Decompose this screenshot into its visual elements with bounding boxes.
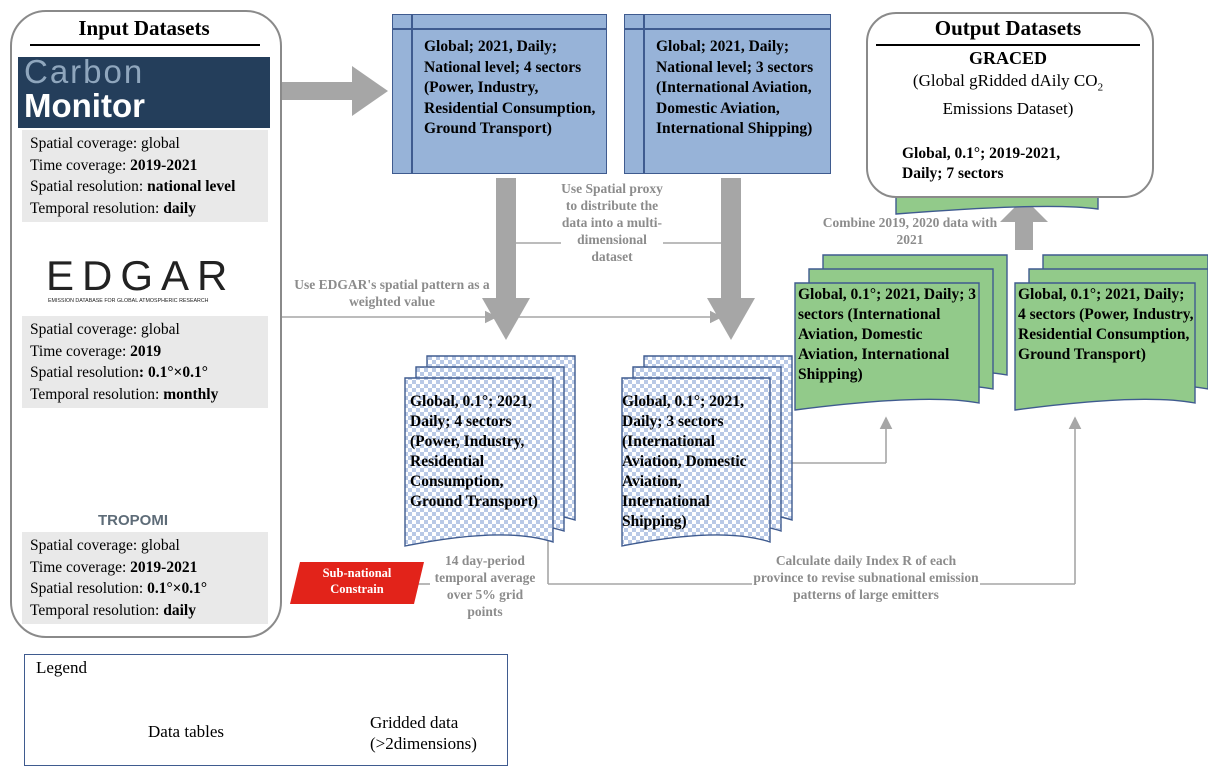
gridded-blue-1-text: Global, 0.1°; 2021, Daily; 4 sectors (Po…	[410, 393, 538, 510]
gridded-stack-blue-2	[621, 355, 793, 547]
info-row: Spatial resolution: 0.1°×0.1°	[30, 364, 208, 381]
info-row: Spatial resolution: national level	[30, 178, 236, 195]
flow-arrow-down-2	[707, 178, 755, 340]
gridded-blue-2-text: Global, 0.1°; 2021, Daily; 3 sectors (In…	[622, 393, 747, 530]
data-table-2: Global; 2021, Daily; National level; 3 s…	[624, 14, 831, 174]
subnational-constrain-shape	[290, 562, 424, 604]
gridded-green-2-text: Global, 0.1°; 2021, Daily; 4 sectors (Po…	[1018, 286, 1194, 363]
connector-lines	[282, 242, 1082, 585]
legend-tables-label: Data tables	[148, 722, 224, 741]
fourteen-day-note: 14 day-period temporal average over 5% g…	[434, 553, 536, 619]
info-row: Time coverage: 2019-2021	[30, 558, 198, 576]
tropomi-logo-text: TROPOMI	[98, 512, 168, 529]
flow-arrow-down-1	[482, 178, 530, 340]
carbon-monitor-info: Spatial coverage: global Time coverage: …	[22, 130, 268, 222]
input-datasets-title: Input Datasets	[78, 16, 210, 40]
edgar-logo-subtitle: EMISSION DATABASE FOR GLOBAL ATMOSPHERIC…	[48, 298, 209, 304]
data-table-1: Global; 2021, Daily; National level; 4 s…	[392, 14, 607, 174]
info-row: Temporal resolution: monthly	[30, 385, 219, 403]
legend-box	[24, 654, 508, 766]
gridded-stack-blue-1	[404, 355, 576, 547]
legend-title: Legend	[36, 658, 87, 677]
output-title-rule	[876, 44, 1140, 46]
graced-name: GRACED	[968, 48, 1047, 68]
gridded-stack-green-1	[794, 254, 1008, 411]
edgar-info: Spatial coverage: global Time coverage: …	[22, 316, 268, 408]
info-row: Spatial resolution: 0.1°×0.1°	[30, 580, 208, 597]
edgar-logo-text: EDGAR	[46, 252, 236, 299]
info-row: Temporal resolution: daily	[30, 199, 196, 217]
data-table-2-text: Global; 2021, Daily; National level; 3 s…	[656, 38, 814, 137]
carbon-monitor-logo: Carbon Monitor	[18, 57, 270, 128]
edgar-pattern-note: Use EDGAR's spatial pattern as a weighte…	[294, 277, 490, 309]
legend-gridded-label: Gridded data (>2dimensions)	[370, 713, 477, 753]
output-card-text: Global, 0.1°; 2019-2021, Daily; 7 sector…	[902, 145, 1061, 182]
gridded-stack-green-2	[1014, 254, 1208, 411]
info-row: Temporal resolution: daily	[30, 601, 196, 619]
tropomi-info: Spatial coverage: global Time coverage: …	[22, 532, 268, 624]
spatial-proxy-note: Use Spatial proxy to distribute the data…	[561, 181, 663, 264]
flow-arrow-right	[282, 66, 388, 116]
input-title-rule	[30, 44, 260, 46]
subnational-constrain-label: Sub-national Constrain	[322, 566, 392, 596]
carbon-monitor-logo-line1: Carbon	[24, 57, 145, 90]
index-r-note: Calculate daily Index R of each province…	[753, 553, 979, 602]
carbon-monitor-logo-line2: Monitor	[24, 87, 145, 124]
info-row: Time coverage: 2019-2021	[30, 156, 198, 174]
output-datasets-title: Output Datasets	[934, 16, 1082, 40]
info-row: Time coverage: 2019	[30, 342, 162, 360]
info-row: Spatial coverage: global	[30, 537, 180, 554]
info-row: Spatial coverage: global	[30, 321, 180, 338]
data-table-1-text: Global; 2021, Daily; National level; 4 s…	[424, 38, 596, 137]
output-datasets-panel	[866, 12, 1154, 198]
combine-note: Combine 2019, 2020 data with 2021	[822, 215, 998, 247]
graced-description: (Global gRidded dAily CO2 Emissions Data…	[912, 71, 1104, 119]
info-row: Spatial coverage: global	[30, 135, 180, 152]
edgar-logo: EDGAR EMISSION DATABASE FOR GLOBAL ATMOS…	[46, 252, 246, 304]
flow-arrow-up	[1000, 198, 1048, 250]
gridded-green-1-text: Global, 0.1°; 2021, Daily; 3 sectors (In…	[798, 286, 976, 383]
